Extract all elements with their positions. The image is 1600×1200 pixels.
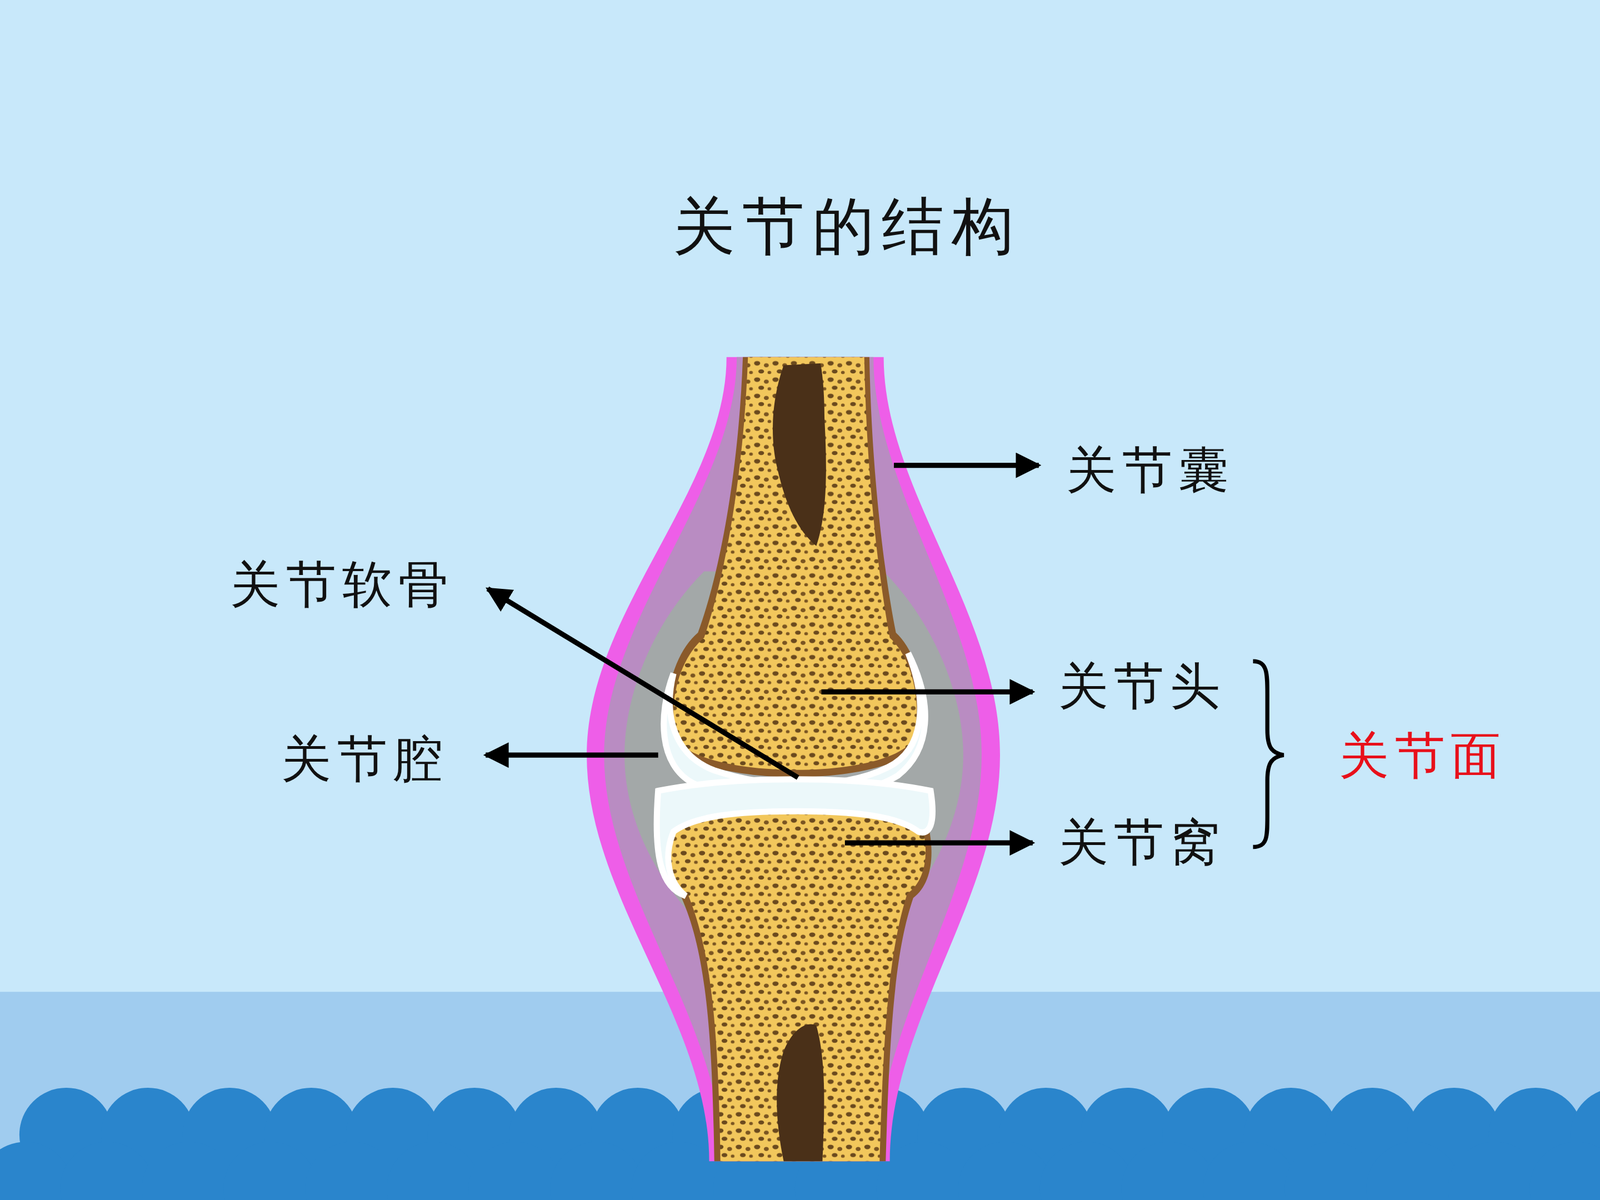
wave-scallop [1529, 1141, 1600, 1200]
wave-scallop [223, 1141, 318, 1200]
part-label: 关节腔 [281, 730, 449, 786]
wave-scallop [1121, 1141, 1216, 1200]
marrow-cavity [772, 363, 827, 547]
wave-scallop [305, 1141, 399, 1200]
wave-scallop [1447, 1141, 1542, 1200]
lower-bone [663, 801, 926, 1162]
brace [1253, 661, 1284, 847]
part-label: 关节头 [1058, 658, 1227, 714]
leader-lines [485, 465, 1284, 848]
wave-scallop [876, 1141, 971, 1200]
wave-scallop [60, 1141, 154, 1200]
wave-scallop [1040, 1141, 1134, 1200]
upper-bone [673, 357, 917, 770]
marrow-cavity [776, 1024, 824, 1162]
leader-line [821, 689, 1033, 695]
wave-scallop [468, 1141, 563, 1200]
wave-scallop [958, 1141, 1053, 1200]
leader-line [893, 462, 1039, 468]
articular-cartilage-lower [656, 779, 933, 897]
capsule-inner [603, 357, 982, 1162]
part-label: 关节面 [1338, 727, 1507, 783]
part-label: 关节窝 [1058, 814, 1227, 870]
leader-line [845, 840, 1033, 846]
lower-bone-edge [657, 795, 932, 1162]
leader-line [487, 588, 798, 778]
wave-scallop [1366, 1141, 1460, 1200]
wave-scallop [386, 1141, 481, 1200]
wave-scallop [550, 1141, 644, 1200]
upper-bone-edge [667, 357, 924, 778]
slide-title: 关节的结构 [672, 192, 1022, 261]
joint-capsule [586, 357, 1000, 1162]
wave-scallop [1284, 1141, 1379, 1200]
leader-line [485, 752, 658, 758]
wave-scallop [1203, 1141, 1298, 1200]
part-label: 关节囊 [1066, 441, 1234, 497]
part-label: 关节软骨 [230, 556, 454, 612]
wave-scallop [141, 1141, 236, 1200]
